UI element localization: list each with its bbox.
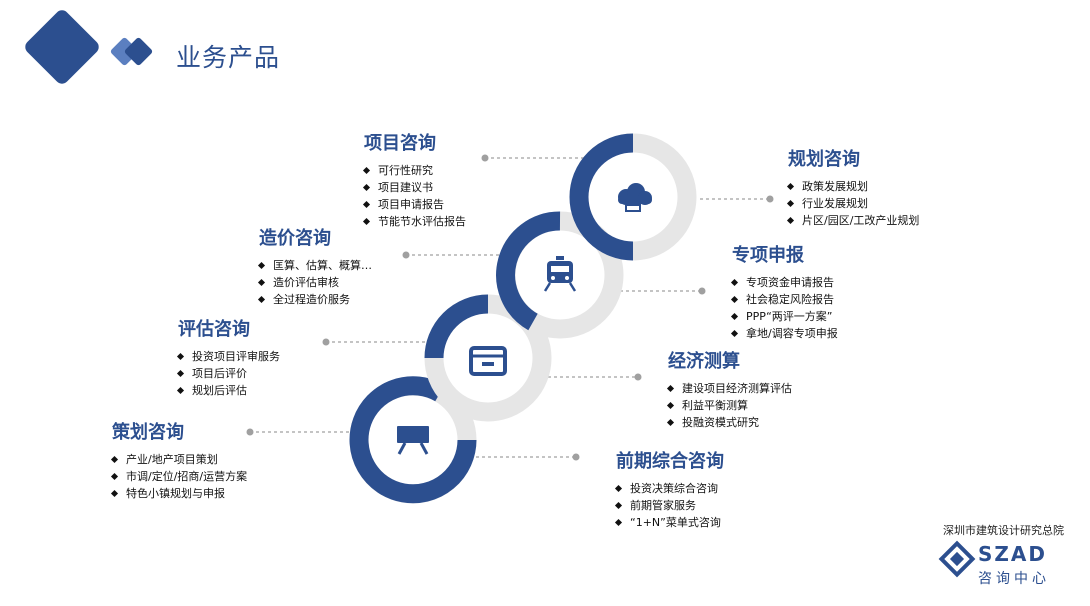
bullet-diamond-icon	[614, 484, 623, 492]
bullet-diamond-icon	[666, 384, 675, 392]
connector-dot-guihua	[766, 195, 774, 203]
list-item: 投融资模式研究	[666, 414, 792, 431]
group-cehua: 策划咨询 产业/地产项目策划 市调/定位/招商/运营方案 特色小镇规划与申报	[110, 418, 247, 502]
cloud-icon	[618, 183, 652, 212]
group-pinggu: 评估咨询 投资项目评审服务 项目后评价 规划后评估	[176, 315, 280, 399]
bullet-diamond-icon	[666, 418, 675, 426]
connector-dot-qianqi	[572, 453, 580, 461]
bullet-diamond-icon	[362, 200, 371, 208]
archive-box-icon	[469, 346, 507, 376]
bullet-diamond-icon	[176, 352, 185, 360]
bullet-diamond-icon	[786, 216, 795, 224]
bullet-diamond-icon	[786, 199, 795, 207]
connector-dot-zaojia	[402, 251, 410, 259]
list-item: 项目建议书	[362, 179, 466, 196]
bullet-diamond-icon	[730, 278, 739, 286]
connector-dot-jingji	[634, 373, 642, 381]
bullet-diamond-icon	[786, 182, 795, 190]
bullet-diamond-icon	[614, 518, 623, 526]
page-title: 业务产品	[176, 43, 281, 72]
bullet-diamond-icon	[257, 261, 266, 269]
bullet-diamond-icon	[110, 472, 119, 480]
list-item: 片区/园区/工改产业规划	[786, 212, 919, 229]
group-jingji: 经济测算 建设项目经济测算评估 利益平衡测算 投融资模式研究	[666, 347, 792, 431]
presentation-board-icon	[397, 426, 429, 455]
list-item: 匡算、估算、概算…	[257, 257, 372, 274]
group-title-cehua: 策划咨询	[112, 422, 184, 443]
list-item: 可行性研究	[362, 162, 466, 179]
list-item: 拿地/调容专项申报	[730, 325, 838, 342]
list-item: 特色小镇规划与申报	[110, 485, 247, 502]
connector-dot-pinggu	[322, 338, 330, 346]
list-item: 造价评估审核	[257, 274, 372, 291]
group-title-zaojia: 造价咨询	[259, 228, 331, 249]
bullet-diamond-icon	[110, 489, 119, 497]
bullet-diamond-icon	[176, 386, 185, 394]
group-title-qianqi: 前期综合咨询	[616, 451, 724, 472]
brand-subtitle: 咨询中心	[978, 571, 1050, 587]
bullet-diamond-icon	[362, 183, 371, 191]
list-item: 专项资金申请报告	[730, 274, 838, 291]
list-item: 市调/定位/招商/运营方案	[110, 468, 247, 485]
bullet-diamond-icon	[730, 312, 739, 320]
bullet-diamond-icon	[730, 295, 739, 303]
group-title-zhuanxiang: 专项申报	[732, 245, 804, 266]
list-item: 投资项目评审服务	[176, 348, 280, 365]
connector-dot-cehua	[246, 428, 254, 436]
szad-logo-icon	[938, 540, 976, 578]
list-item: 项目申请报告	[362, 196, 466, 213]
list-item: 建设项目经济测算评估	[666, 380, 792, 397]
list-item: 全过程造价服务	[257, 291, 372, 308]
group-title-xiangmu: 项目咨询	[364, 133, 436, 154]
ring-arc-3	[424, 294, 489, 359]
list-item: 节能节水评估报告	[362, 213, 466, 230]
list-item: 社会稳定风险报告	[730, 291, 838, 308]
bullet-diamond-icon	[257, 278, 266, 286]
header-small-diamond-dark	[124, 37, 153, 66]
list-item: 行业发展规划	[786, 195, 919, 212]
group-title-jingji: 经济测算	[668, 351, 740, 372]
bullet-diamond-icon	[362, 166, 371, 174]
ring-arc-1	[569, 133, 634, 261]
connector-dot-xiangmu	[481, 154, 489, 162]
train-icon	[543, 256, 577, 292]
bullet-diamond-icon	[614, 501, 623, 509]
group-zhuanxiang: 专项申报 专项资金申请报告 社会稳定风险报告 PPP“两评一方案” 拿地/调容专…	[730, 241, 838, 342]
brand-logo-text: SZAD	[978, 542, 1047, 566]
list-item: 产业/地产项目策划	[110, 451, 247, 468]
ring-arc-4	[349, 376, 477, 504]
group-zaojia: 造价咨询 匡算、估算、概算… 造价评估审核 全过程造价服务	[257, 224, 372, 308]
group-title-pinggu: 评估咨询	[178, 319, 250, 340]
list-item: “1+N”菜单式咨询	[614, 514, 724, 531]
list-item: 投资决策综合咨询	[614, 480, 724, 497]
list-item: 项目后评价	[176, 365, 280, 382]
group-qianqi: 前期综合咨询 投资决策综合咨询 前期管家服务 “1+N”菜单式咨询	[614, 447, 724, 531]
bullet-diamond-icon	[176, 369, 185, 377]
header-big-diamond	[25, 10, 99, 84]
bullet-diamond-icon	[257, 295, 266, 303]
ring-arc-2	[496, 211, 561, 331]
list-item: 规划后评估	[176, 382, 280, 399]
group-guihua: 规划咨询 政策发展规划 行业发展规划 片区/园区/工改产业规划	[786, 145, 919, 229]
group-xiangmu: 项目咨询 可行性研究 项目建议书 项目申请报告 节能节水评估报告	[362, 129, 466, 230]
list-item: 政策发展规划	[786, 178, 919, 195]
list-item: 利益平衡测算	[666, 397, 792, 414]
bullet-diamond-icon	[110, 455, 119, 463]
bullet-diamond-icon	[730, 329, 739, 337]
bullet-diamond-icon	[666, 401, 675, 409]
group-title-guihua: 规划咨询	[788, 149, 860, 170]
connector-dot-zhuanxiang	[698, 287, 706, 295]
list-item: PPP“两评一方案”	[730, 308, 838, 325]
footer-organization: 深圳市建筑设计研究总院	[943, 524, 1064, 537]
list-item: 前期管家服务	[614, 497, 724, 514]
